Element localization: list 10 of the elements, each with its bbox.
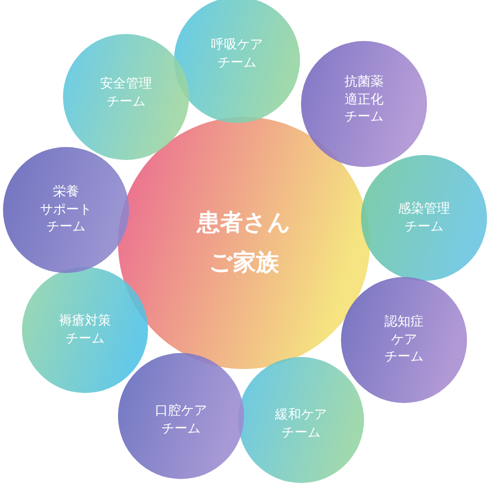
team-label: 感染管理チーム: [398, 200, 450, 236]
team-label: 緩和ケアチーム: [275, 406, 327, 442]
team-label: 安全管理チーム: [100, 75, 152, 111]
team-label: 呼吸ケアチーム: [211, 36, 263, 72]
team-label: 栄養サポートチーム: [40, 184, 92, 236]
center-label: 患者さんご家族: [197, 208, 291, 278]
team-label: 口腔ケアチーム: [155, 402, 207, 438]
team-label: 抗菌薬適正化チーム: [344, 74, 384, 126]
team-label: 認知症ケアチーム: [384, 314, 424, 366]
team-label: 褥瘡対策チーム: [59, 312, 111, 348]
